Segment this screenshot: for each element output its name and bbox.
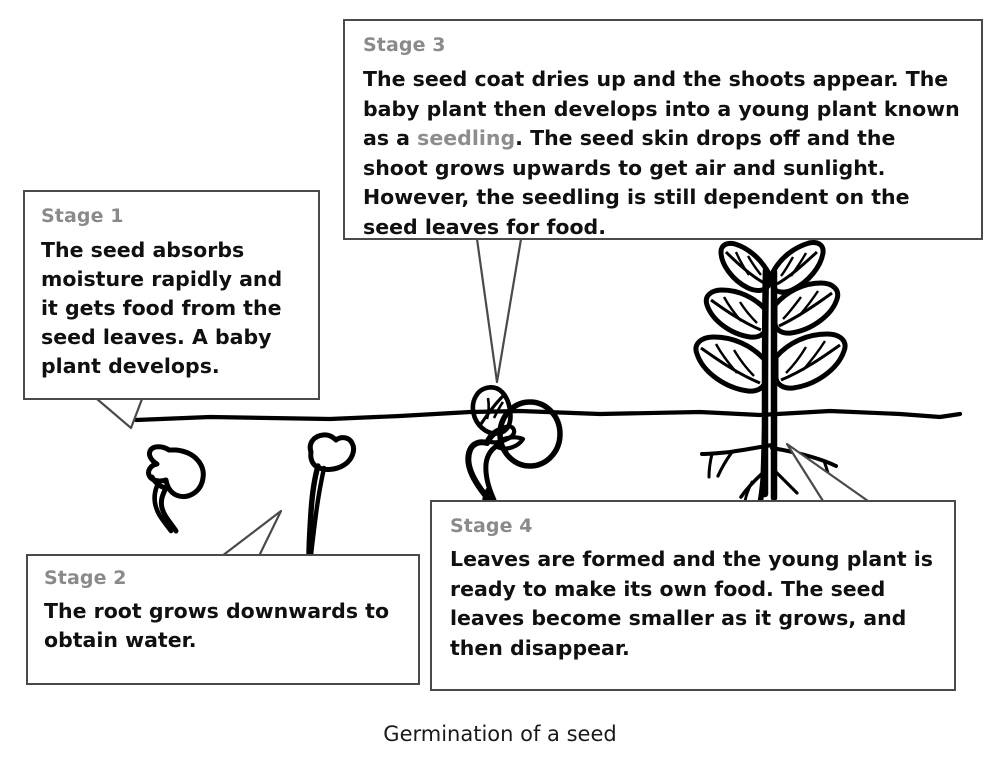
stage-1-label: Stage 1 [41,205,124,227]
stage-4-label: Stage 4 [450,515,533,537]
callout-stage-1: Stage 1 The seed absorbs moisture rapidl… [23,190,320,400]
seedling-stage-3 [465,385,563,506]
callout-stage-3: Stage 3 The seed coat dries up and the s… [343,19,983,240]
stage-3-text-after: . The seed skin drops off and the shoot … [363,126,910,239]
soil-line [133,408,963,423]
stage-3-highlight-seedling: seedling [417,126,516,150]
stage-4-text: Leaves are formed and the young plant is… [450,547,933,660]
young-plant-stage-4 [693,240,848,506]
diagram-caption: Germination of a seed [383,722,617,746]
stage-2-text: The root grows downwards to obtain water… [44,599,390,652]
callout-tail-stage-1 [96,398,144,430]
seed-stage-1 [146,444,206,534]
callout-tail-stage-3 [475,238,523,384]
callout-tail-stage-4 [785,442,869,502]
stage-3-text: The seed coat dries up and the shoots ap… [363,65,965,242]
callout-stage-4: Stage 4 Leaves are formed and the young … [430,500,956,691]
stage-1-text: The seed absorbs moisture rapidly and it… [41,238,283,378]
stage-3-text-before: The seed coat dries up and the shoots ap… [363,67,960,150]
callout-tail-stage-2 [221,509,283,557]
callout-stage-2: Stage 2 The root grows downwards to obta… [26,554,420,685]
stage-2-label: Stage 2 [44,567,127,589]
seed-stage-2 [306,432,357,559]
stage-3-label: Stage 3 [363,34,446,56]
